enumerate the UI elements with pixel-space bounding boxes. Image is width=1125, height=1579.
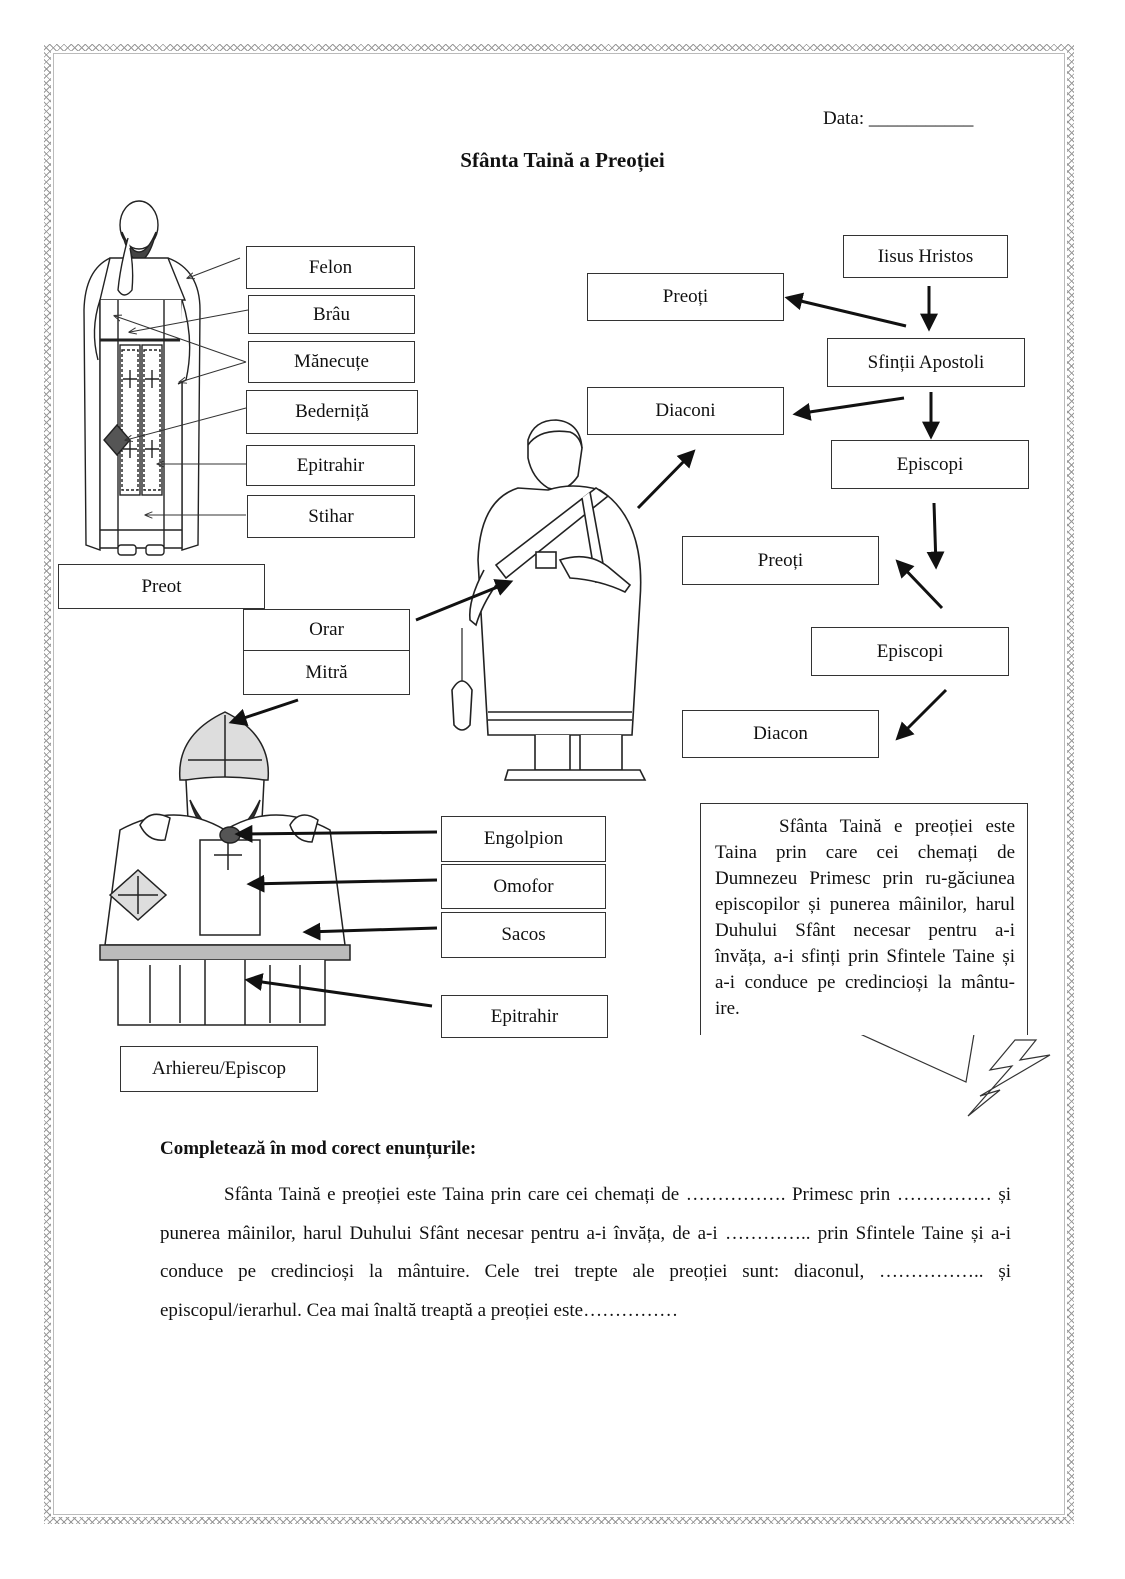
bishop-figure: [99, 711, 351, 1026]
label-omofor: Omofor: [441, 864, 606, 909]
hierarchy-episcopi-1: Episcopi: [831, 440, 1029, 489]
exercise-paragraph-text: Sfânta Taină e preoției este Taina prin …: [160, 1184, 1011, 1321]
label-epitrahir-priest: Epitrahir: [246, 445, 415, 486]
priest-pointers: [115, 257, 249, 515]
label-sacos: Sacos: [441, 912, 606, 958]
lightning-icon: [967, 1039, 1051, 1117]
label-epitrahir-bishop: Epitrahir: [441, 995, 608, 1038]
hierarchy-diacon: Diacon: [682, 710, 879, 758]
label-orar: Orar: [243, 609, 410, 651]
label-engolpion: Engolpion: [441, 816, 606, 862]
hierarchy-preoti-mid: Preoți: [682, 536, 879, 585]
bold-arrows: [228, 286, 948, 1008]
hierarchy-apostoli: Sfinții Apostoli: [827, 338, 1025, 387]
exercise-instruction: Completează în mod corect enunțurile:: [160, 1138, 477, 1159]
label-brau: Brâu: [248, 295, 415, 334]
label-manecute: Mănecuțe: [248, 341, 415, 383]
date-label: Data: ___________: [823, 108, 974, 129]
hierarchy-preoti-top: Preoți: [587, 273, 784, 321]
callout-note: Sfânta Taină e preoției este Taina prin …: [700, 803, 1028, 1035]
deacon-figure: [451, 419, 647, 781]
hierarchy-episcopi-2: Episcopi: [811, 627, 1009, 676]
label-mitra: Mitră: [243, 650, 410, 695]
exercise-paragraph: Sfânta Taină e preoției este Taina prin …: [160, 1176, 1011, 1330]
page-border-inner: [53, 53, 1065, 1515]
label-bedernita: Bederniță: [246, 390, 418, 434]
label-preot: Preot: [58, 564, 265, 609]
label-stihar: Stihar: [247, 495, 415, 538]
page-title: Sfânta Taină a Preoției: [460, 148, 665, 172]
hierarchy-diaconi: Diaconi: [587, 387, 784, 435]
hierarchy-iisus: Iisus Hristos: [843, 235, 1008, 278]
callout-tail: [700, 1033, 1028, 1083]
priest-figure: [83, 200, 201, 556]
callout-text: Sfânta Taină e preoției este Taina prin …: [715, 816, 1015, 1019]
label-arhiereu: Arhiereu/Episcop: [120, 1046, 318, 1092]
label-felon: Felon: [246, 246, 415, 289]
